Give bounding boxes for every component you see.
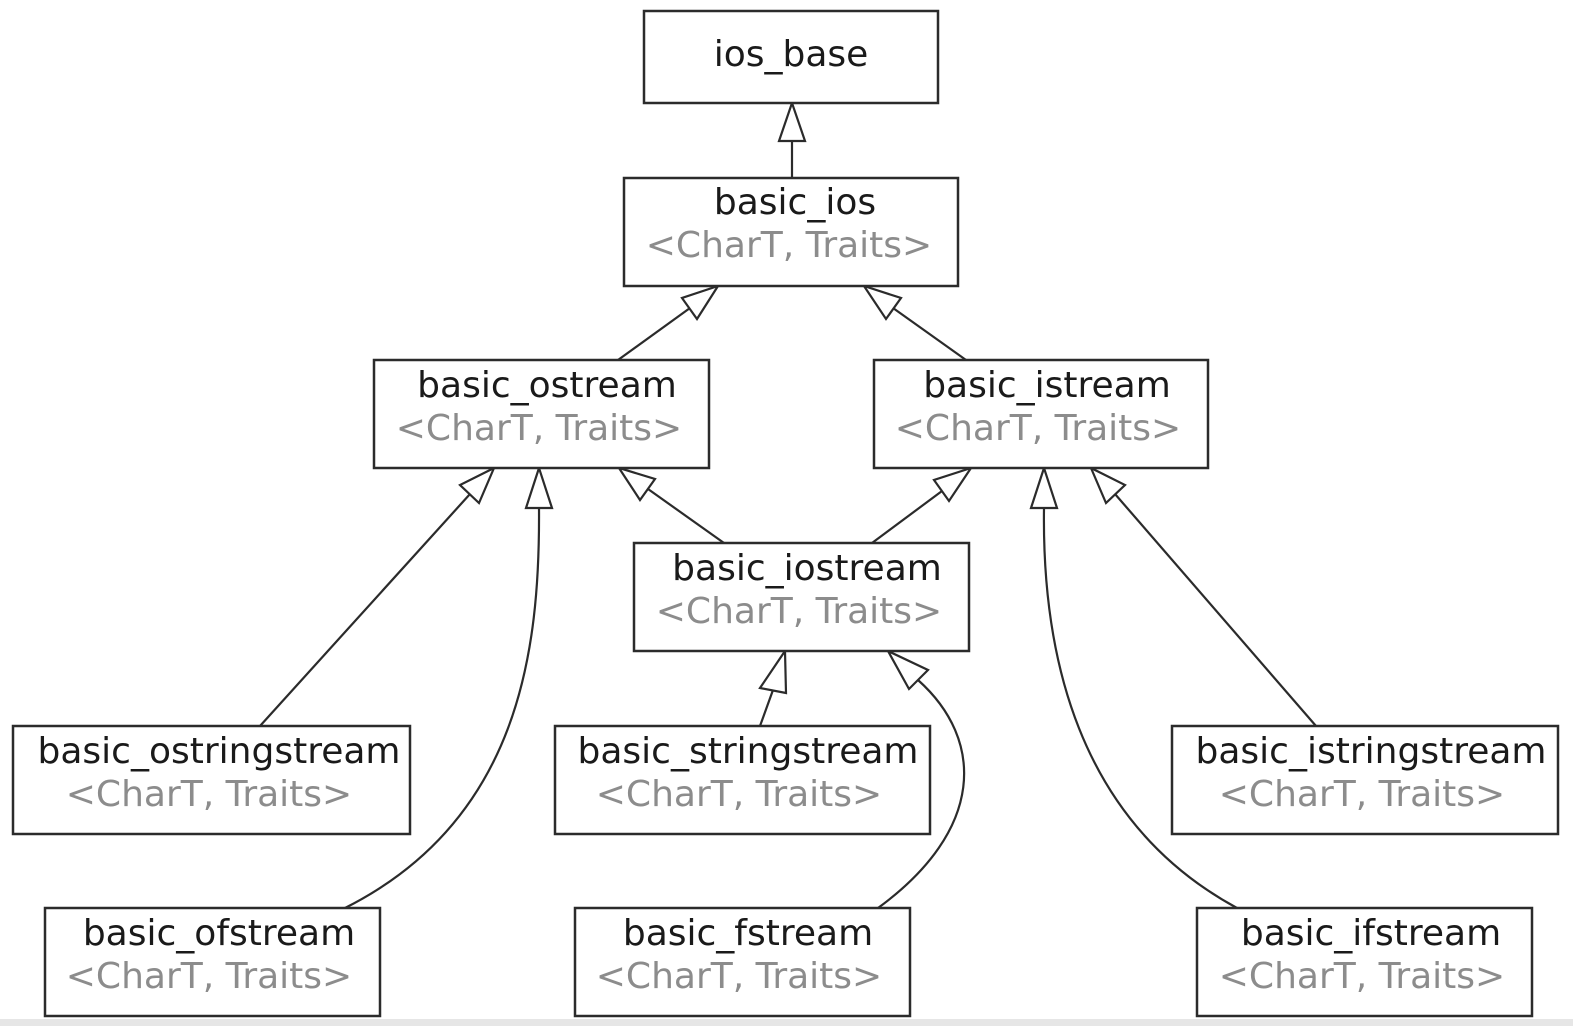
edge-basic_ostringstream-to-basic_ostream <box>259 465 497 727</box>
edge-basic_ofstream-to-basic_ostream <box>344 464 554 909</box>
class-name: basic_iostream <box>672 548 942 589</box>
edge-basic_iostream-to-basic_ostream <box>616 466 725 544</box>
edge-basic_iostream-to-basic_istream <box>871 465 974 544</box>
class-box-basic_fstream: basic_fstream <CharT, Traits> <box>573 906 912 1018</box>
edge-basic_ifstream-to-basic_istream <box>1029 464 1238 909</box>
edge-basic_ios-to-ios_base <box>777 99 807 178</box>
class-name: basic_ios <box>714 182 876 223</box>
class-name: basic_fstream <box>623 913 873 954</box>
class-box-basic_ostringstream: basic_ostringstream <CharT, Traits> <box>11 724 412 836</box>
class-name: basic_ostream <box>417 365 677 406</box>
edge-basic_stringstream-to-basic_iostream <box>758 647 788 727</box>
template-params: <CharT, Traits> <box>596 956 882 997</box>
edge-basic_fstream-to-basic_iostream <box>877 648 966 909</box>
class-box-basic_istream: basic_istream <CharT, Traits> <box>872 358 1210 470</box>
class-box-basic_stringstream: basic_stringstream <CharT, Traits> <box>553 724 932 836</box>
template-params: <CharT, Traits> <box>396 408 682 449</box>
class-box-basic_ifstream: basic_ifstream <CharT, Traits> <box>1195 906 1534 1018</box>
template-params: <CharT, Traits> <box>895 408 1181 449</box>
template-params: <CharT, Traits> <box>646 225 932 266</box>
class-box-ios_base: ios_base <box>642 9 940 105</box>
class-name: basic_istringstream <box>1196 731 1547 772</box>
edge-basic_istringstream-to-basic_istream <box>1088 465 1317 727</box>
class-name: basic_istream <box>923 365 1171 406</box>
class-name: basic_stringstream <box>578 731 919 772</box>
class-name: basic_ofstream <box>83 913 355 954</box>
class-name: basic_ostringstream <box>38 731 401 772</box>
class-box-basic_ios: basic_ios <CharT, Traits> <box>622 176 960 288</box>
class-box-basic_iostream: basic_iostream <CharT, Traits> <box>632 541 971 653</box>
edge-basic_ostream-to-basic_ios <box>617 283 721 361</box>
template-params: <CharT, Traits> <box>1219 956 1505 997</box>
template-params: <CharT, Traits> <box>66 774 352 815</box>
template-params: <CharT, Traits> <box>66 956 352 997</box>
template-params: <CharT, Traits> <box>1219 774 1505 815</box>
class-box-basic_ofstream: basic_ofstream <CharT, Traits> <box>43 906 382 1018</box>
template-params: <CharT, Traits> <box>656 591 942 632</box>
edge-basic_istream-to-basic_ios <box>861 283 967 361</box>
template-params: <CharT, Traits> <box>596 774 882 815</box>
class-box-basic_istringstream: basic_istringstream <CharT, Traits> <box>1170 724 1560 836</box>
class-box-basic_ostream: basic_ostream <CharT, Traits> <box>372 358 711 470</box>
window-bottom-edge <box>0 1019 1573 1026</box>
class-name: basic_ifstream <box>1241 913 1501 954</box>
class-name: ios_base <box>714 34 869 75</box>
